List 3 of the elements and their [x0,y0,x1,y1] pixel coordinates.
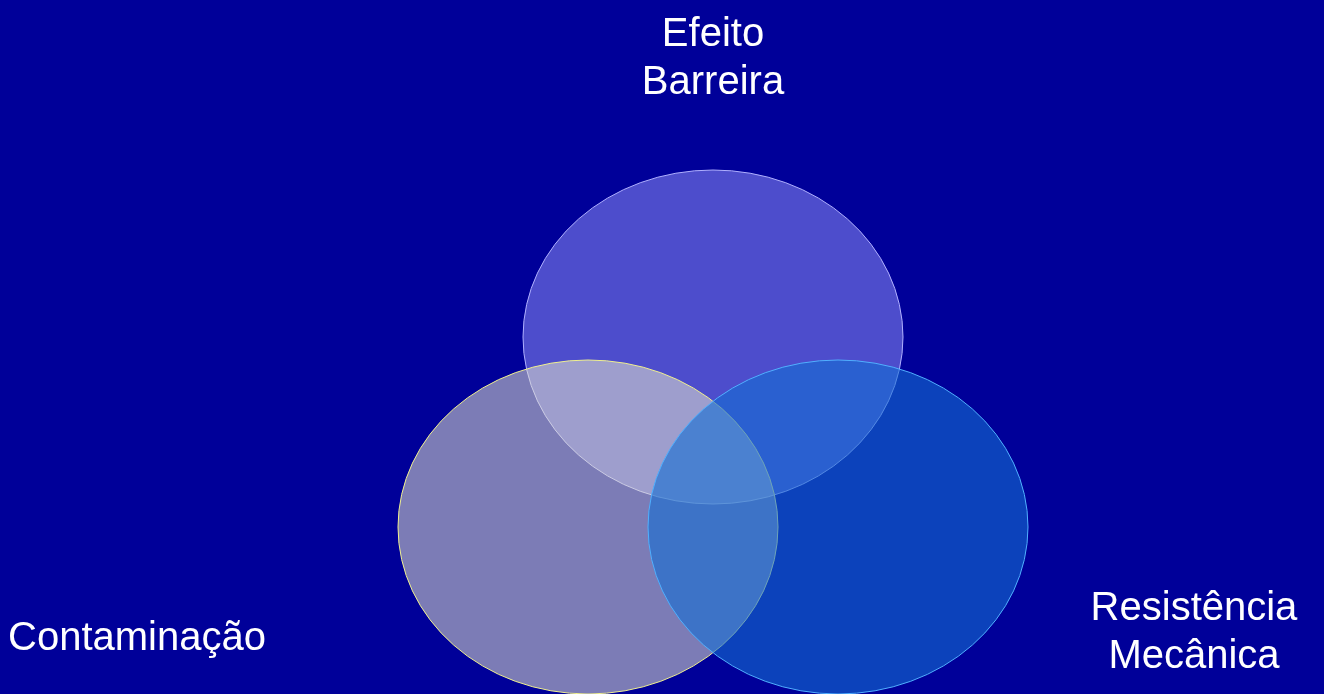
set-label: Efeito Barreira [640,9,786,104]
set-label: Contaminação [8,613,267,660]
set-label: Resistência Mecânica [1089,583,1299,678]
